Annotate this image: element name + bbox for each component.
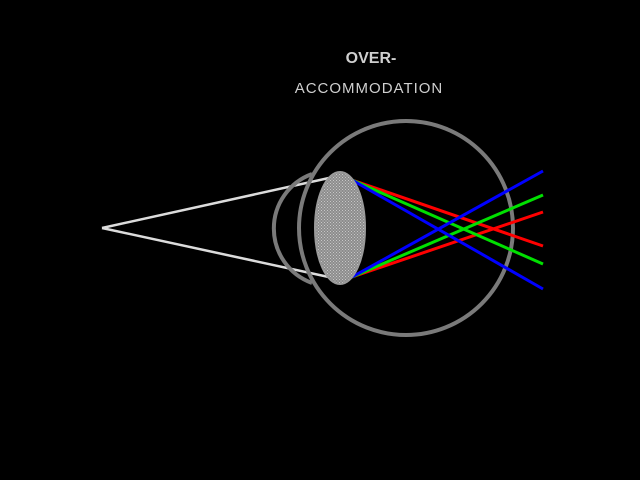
title-line-2: ACCOMMODATION bbox=[295, 80, 444, 97]
title-line-1: OVER- bbox=[346, 50, 397, 67]
crystalline-lens bbox=[315, 172, 365, 284]
